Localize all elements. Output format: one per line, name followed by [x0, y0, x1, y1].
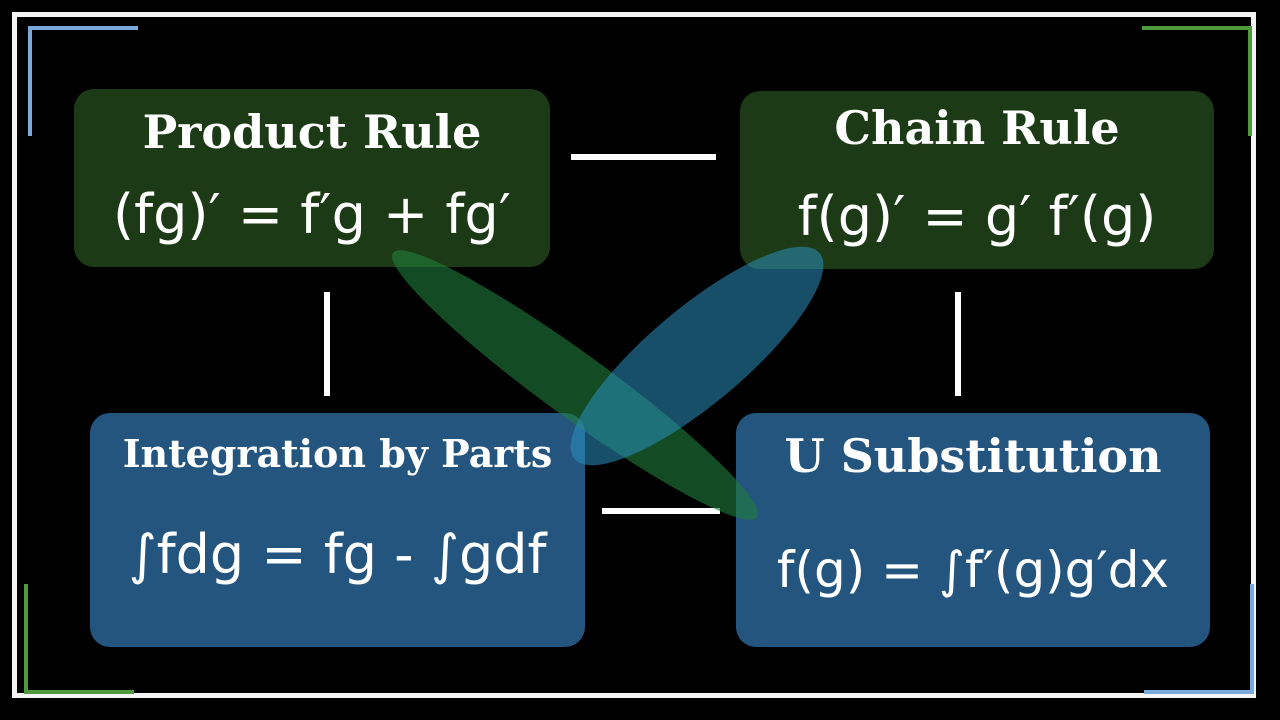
- corner-accent-top-left: [28, 26, 138, 136]
- integration-by-parts-box: Integration by Parts ∫fdg = fg - ∫gdf: [90, 413, 585, 647]
- product-rule-box: Product Rule (fg)′ = f′g + fg′: [74, 89, 550, 267]
- connector-ibp-usub: [602, 508, 720, 514]
- outer-frame: [12, 12, 1256, 698]
- connector-chain-usub: [955, 292, 961, 396]
- product-rule-title: Product Rule: [142, 105, 482, 159]
- corner-accent-bottom-left: [24, 584, 134, 694]
- integration-by-parts-formula: ∫fdg = fg - ∫gdf: [128, 523, 547, 586]
- product-rule-formula: (fg)′ = f′g + fg′: [113, 183, 511, 246]
- u-substitution-title: U Substitution: [784, 429, 1162, 483]
- connector-product-ibp: [324, 292, 330, 396]
- corner-accent-bottom-right: [1144, 584, 1254, 694]
- chain-rule-title: Chain Rule: [834, 101, 1120, 155]
- u-substitution-formula: f(g) = ∫f′(g)g′dx: [776, 541, 1170, 599]
- connector-product-chain: [571, 154, 716, 160]
- corner-accent-top-right: [1142, 26, 1252, 136]
- integration-by-parts-title: Integration by Parts: [122, 431, 553, 476]
- chain-rule-box: Chain Rule f(g)′ = g′ f′(g): [740, 91, 1214, 269]
- chain-rule-formula: f(g)′ = g′ f′(g): [797, 185, 1157, 248]
- u-substitution-box: U Substitution f(g) = ∫f′(g)g′dx: [736, 413, 1210, 647]
